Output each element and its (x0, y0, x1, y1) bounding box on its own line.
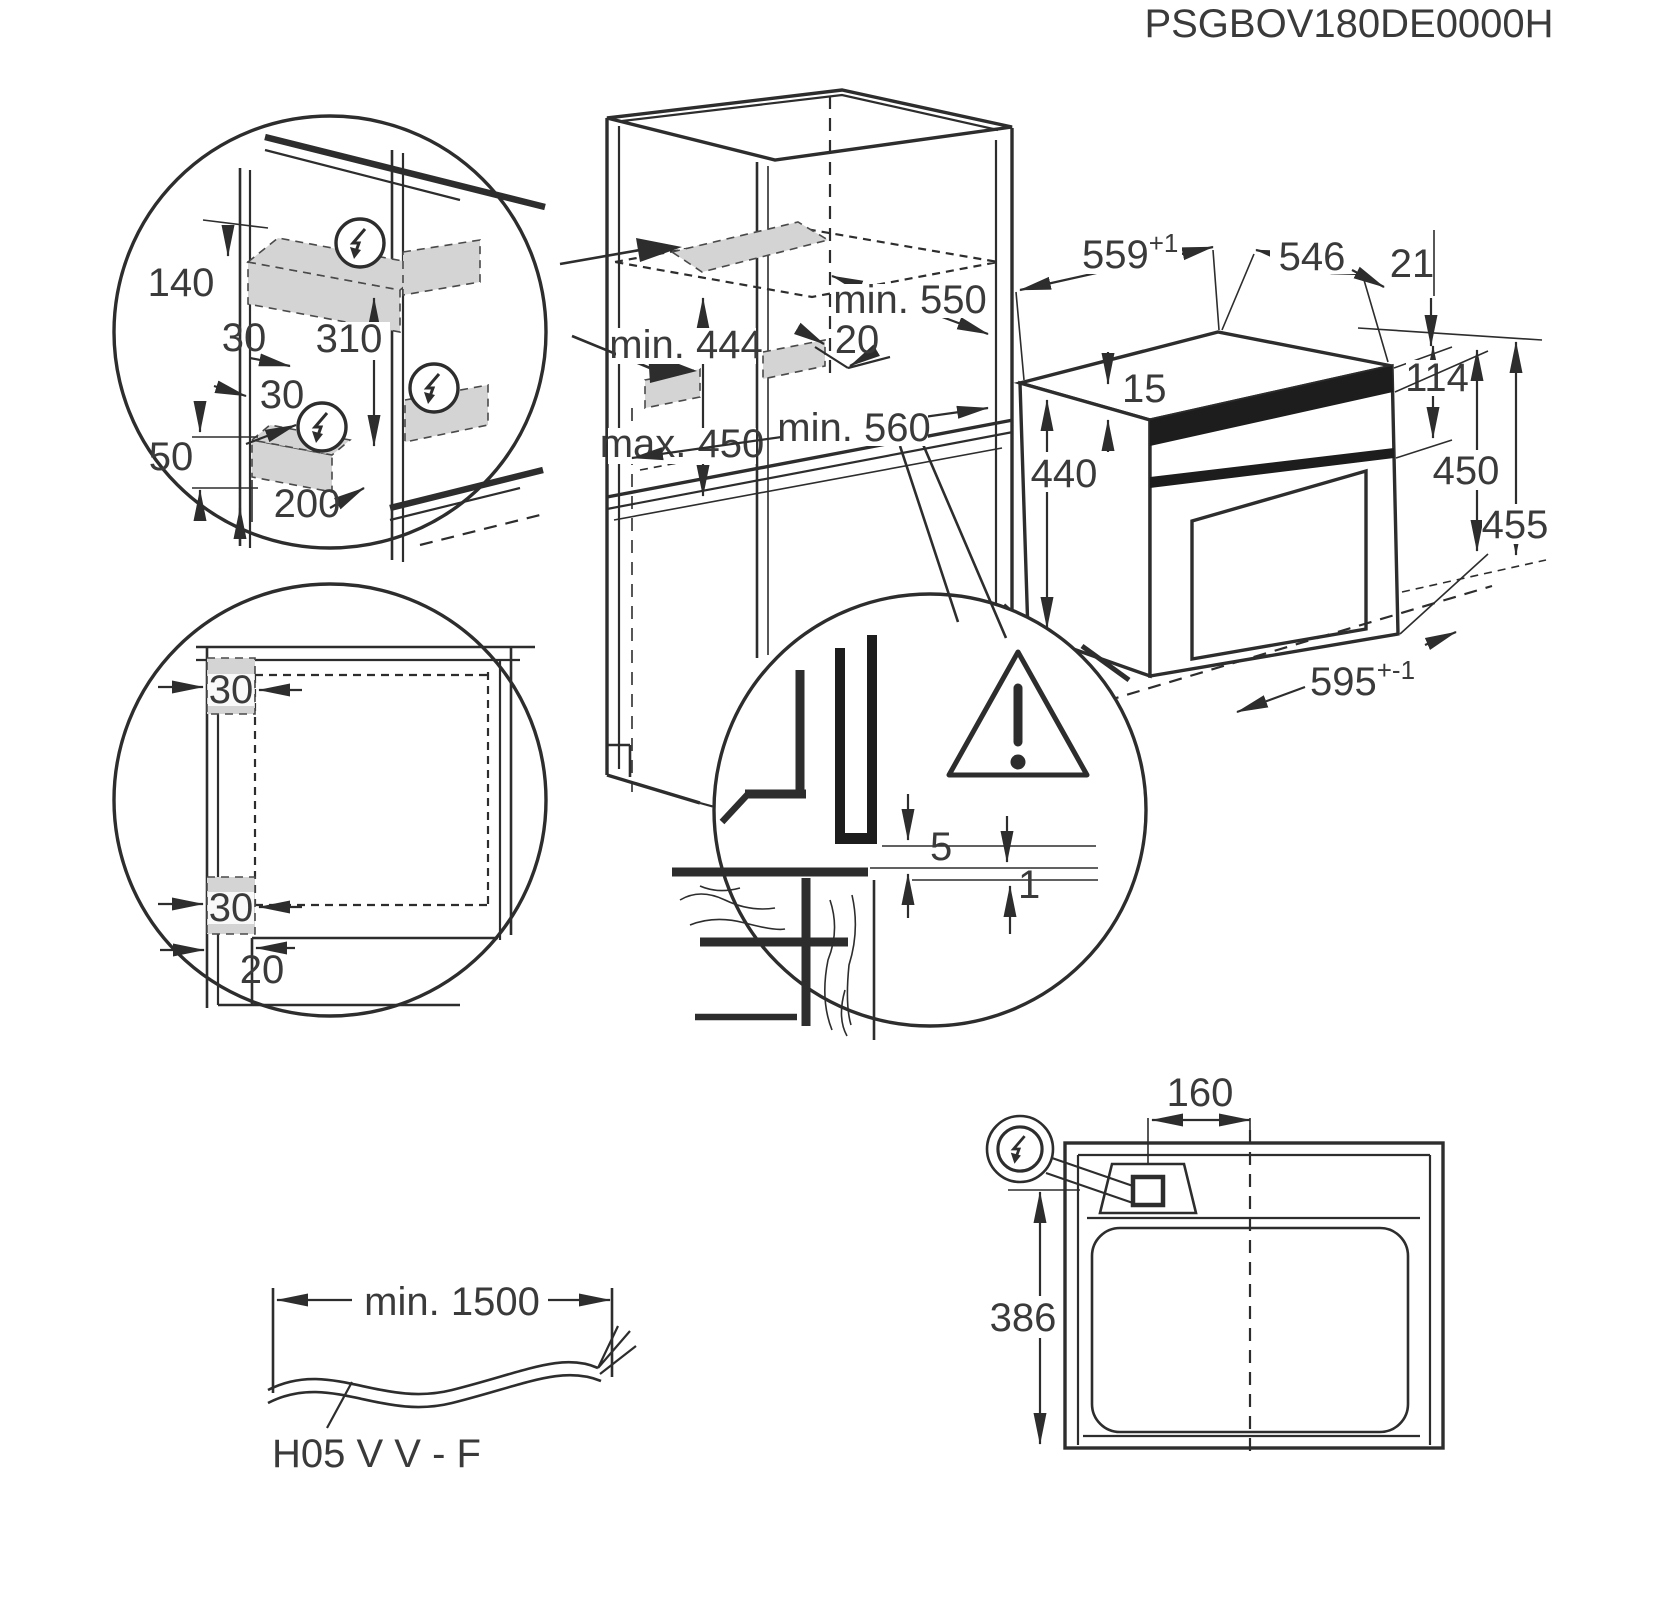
dim-label-386: 386 (990, 1296, 1057, 1340)
connection-box-upper-right (402, 239, 481, 296)
dim-label-min444: min. 444 (609, 323, 762, 367)
cable-diagram: min. 1500 H05 V V - F (267, 1276, 637, 1476)
detail-circle-front-frame: 30 30 20 (112, 582, 548, 1018)
dim-label-559: 559+1 (1082, 228, 1178, 277)
oven-frame-section (835, 648, 845, 838)
oven-dimensions: 559+1 546 21 15 440 114 450 455 (1015, 228, 1550, 714)
dim-label-310: 310 (316, 317, 383, 361)
connection-box-upper-top (246, 237, 432, 291)
dim-label-50: 50 (149, 435, 194, 479)
oven-top-view: 160 386 (985, 1071, 1445, 1460)
connection-zone-right (762, 339, 826, 380)
dim-label-450: 450 (1433, 449, 1500, 493)
dim-label-30-upper: 30 (222, 316, 267, 360)
dim-label-595: 595+-1 (1310, 655, 1415, 704)
dim-label-min550: min. 550 (833, 278, 986, 322)
oven-door-window (1190, 468, 1368, 662)
cable-type-label: H05 V V - F (272, 1432, 481, 1476)
oven-control-panel (1150, 366, 1393, 446)
wood-grain (824, 894, 857, 1037)
dim-label-21: 21 (1390, 242, 1435, 286)
oven-door-trim (1150, 448, 1394, 488)
connection-zone-shelf (670, 221, 831, 273)
dim-label-30-lower: 30 (260, 373, 305, 417)
terminal-box (1130, 1174, 1166, 1208)
dim-label-20-cabinet: 20 (835, 318, 880, 362)
part-number: PSGBOV180DE0000H (1144, 2, 1553, 46)
dim-label-114: 114 (1405, 356, 1469, 400)
dim-label-30-bottom: 30 (209, 886, 254, 930)
lightning-bolt-icon (334, 217, 386, 269)
dim-label-20-front: 20 (240, 948, 285, 992)
dim-label-30-top: 30 (209, 668, 254, 712)
dim-label-15: 15 (1122, 367, 1167, 411)
detail-circle-gap: 5 1 (672, 592, 1148, 1040)
dashed-shelf (614, 226, 999, 299)
dim-label-440: 440 (1031, 452, 1098, 496)
dim-label-1: 1 (1018, 863, 1040, 907)
cabinet-dimensions: min. 550 20 min. 444 max. 450 min. 560 (600, 274, 989, 497)
lightning-bolt-icon (996, 1125, 1044, 1173)
detail-circle-wall-clearances: 140 30 310 30 50 200 (112, 114, 548, 562)
dim-label-140: 140 (148, 261, 215, 305)
dim-label-5: 5 (930, 825, 952, 869)
dim-label-546: 546 (1279, 235, 1346, 279)
warning-triangle-icon (946, 649, 1090, 778)
wood-grain (679, 885, 786, 931)
cable-line (267, 1360, 599, 1396)
dim-label-min1500: min. 1500 (364, 1280, 540, 1324)
dim-label-455: 455 (1482, 503, 1549, 547)
dim-label-200: 200 (274, 482, 341, 526)
lightning-bolt-icon (296, 401, 348, 453)
lightning-bolt-icon (408, 362, 460, 414)
dim-label-min560: min. 560 (777, 406, 930, 450)
dim-label-160: 160 (1167, 1071, 1234, 1115)
callout-wedge-gap (898, 441, 1008, 639)
connection-box-lower (251, 439, 333, 493)
